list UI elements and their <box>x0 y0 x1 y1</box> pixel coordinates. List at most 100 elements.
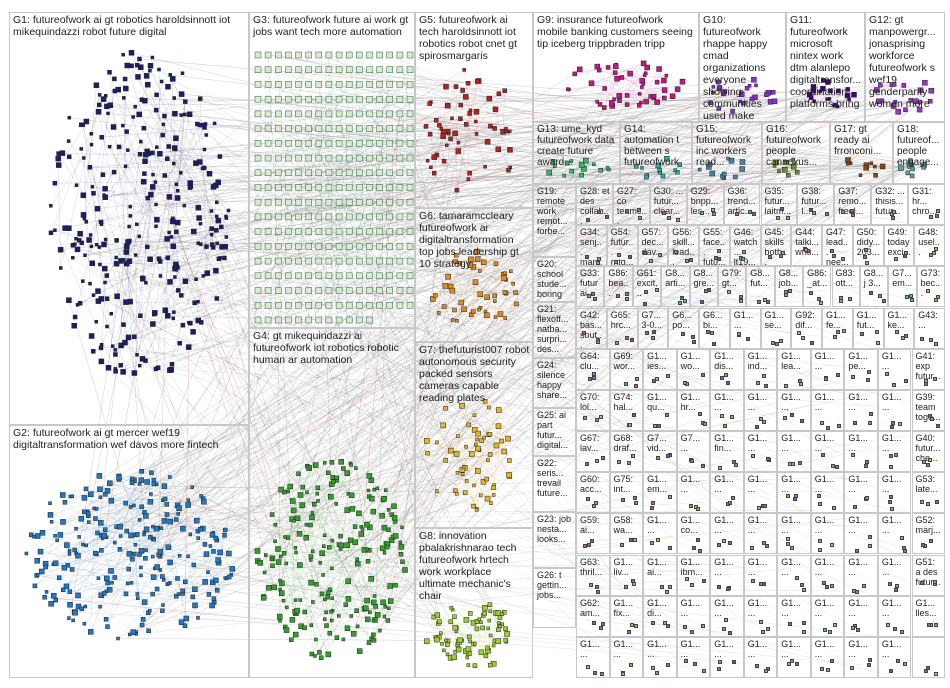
network-node[interactable] <box>865 496 870 501</box>
network-node[interactable] <box>824 585 829 590</box>
network-node[interactable] <box>81 279 85 283</box>
network-node[interactable] <box>628 254 633 259</box>
network-node[interactable] <box>657 424 662 429</box>
group-panel-tiny[interactable]: G1... pe... <box>844 348 878 390</box>
group-panel-tiny[interactable]: G1... ... <box>710 472 744 514</box>
network-node[interactable] <box>616 293 621 298</box>
network-node[interactable] <box>173 147 178 152</box>
network-node[interactable] <box>665 663 670 668</box>
group-panel-g20[interactable]: G20: school stude... boring irrelev... <box>533 257 576 302</box>
network-node[interactable] <box>637 216 642 221</box>
group-panel-tiny[interactable]: G1... ... <box>877 595 912 637</box>
network-node[interactable] <box>166 194 173 200</box>
group-panel-tiny[interactable]: G70: lol... <box>576 389 610 431</box>
network-node[interactable] <box>888 668 893 673</box>
network-node[interactable] <box>630 579 635 584</box>
group-panel-tiny[interactable]: G1... ... <box>710 513 744 555</box>
network-node[interactable] <box>183 99 188 104</box>
network-node[interactable] <box>859 332 864 337</box>
network-node[interactable] <box>643 301 648 306</box>
network-node[interactable] <box>87 165 93 170</box>
network-node[interactable] <box>98 296 105 302</box>
network-node[interactable] <box>66 139 71 143</box>
network-node[interactable] <box>600 622 605 627</box>
group-panel-tiny[interactable]: G1... ... <box>810 472 845 514</box>
network-node[interactable] <box>57 246 64 253</box>
network-node[interactable] <box>600 456 605 461</box>
network-node[interactable] <box>780 251 785 256</box>
network-node[interactable] <box>920 499 925 504</box>
network-node[interactable] <box>684 659 689 664</box>
network-node[interactable] <box>809 340 814 345</box>
network-node[interactable] <box>148 68 152 73</box>
group-panel-tiny[interactable]: G1... ... <box>743 595 778 637</box>
network-node[interactable] <box>95 288 101 294</box>
network-node[interactable] <box>868 411 873 416</box>
network-node[interactable] <box>653 423 658 428</box>
group-panel-tiny[interactable]: G79: gt... <box>717 266 747 308</box>
network-node[interactable] <box>93 82 100 88</box>
network-node[interactable] <box>137 56 142 62</box>
network-node[interactable] <box>889 494 894 499</box>
network-node[interactable] <box>619 543 624 548</box>
network-node[interactable] <box>809 291 814 296</box>
group-panel-tiny[interactable]: G1... ... <box>877 636 912 678</box>
network-node[interactable] <box>667 546 672 551</box>
network-node[interactable] <box>55 155 61 162</box>
network-node[interactable] <box>818 547 823 552</box>
network-node[interactable] <box>762 504 767 509</box>
group-panel-tiny[interactable]: G1... ... <box>743 554 778 596</box>
group-panel-g7[interactable]: G7: thefuturist007 robot autonomous secu… <box>415 342 533 528</box>
network-node[interactable] <box>713 256 718 261</box>
network-node[interactable] <box>165 255 170 260</box>
group-panel-tiny[interactable]: G1... fix... <box>609 595 643 637</box>
network-node[interactable] <box>838 296 843 301</box>
network-node[interactable] <box>648 259 653 264</box>
network-node[interactable] <box>933 579 938 584</box>
network-node[interactable] <box>737 331 742 336</box>
network-node[interactable] <box>209 232 214 237</box>
network-node[interactable] <box>862 255 867 260</box>
network-node[interactable] <box>122 76 128 82</box>
network-node[interactable] <box>89 260 96 267</box>
network-node[interactable] <box>835 464 840 469</box>
group-panel-g17[interactable]: G17: gt ready ai frronconi... <box>830 122 893 184</box>
group-panel-g19[interactable]: G19: remote work remot... forbe... <box>533 184 576 257</box>
network-node[interactable] <box>122 339 128 346</box>
network-node[interactable] <box>928 458 933 463</box>
network-node[interactable] <box>902 254 907 259</box>
network-node[interactable] <box>222 244 229 250</box>
network-node[interactable] <box>892 209 897 214</box>
group-panel-tiny[interactable]: G1... ... <box>877 472 912 514</box>
network-node[interactable] <box>730 414 735 419</box>
group-panel-tiny[interactable]: G1... ... <box>777 554 811 596</box>
network-node[interactable] <box>107 70 112 75</box>
network-node[interactable] <box>177 341 182 346</box>
network-node[interactable] <box>668 585 673 590</box>
network-node[interactable] <box>599 626 604 631</box>
group-panel-tiny[interactable]: G1... ... <box>710 636 744 678</box>
group-panel-tiny[interactable]: G1... dis... <box>710 348 744 390</box>
group-panel-tiny[interactable]: G7... em... <box>888 266 917 308</box>
group-panel-tiny[interactable]: G30: ... futur... clear... <box>649 184 687 226</box>
group-panel-g9[interactable]: G9: insurance futureofwork mobile bankin… <box>533 12 699 122</box>
network-node[interactable] <box>135 74 141 80</box>
network-node[interactable] <box>702 578 707 583</box>
network-node[interactable] <box>684 576 689 581</box>
network-node[interactable] <box>204 270 211 276</box>
network-node[interactable] <box>630 453 635 458</box>
network-node[interactable] <box>768 254 773 259</box>
network-node[interactable] <box>867 370 872 375</box>
network-node[interactable] <box>816 493 821 498</box>
network-node[interactable] <box>677 300 682 305</box>
network-node[interactable] <box>145 244 150 250</box>
network-node[interactable] <box>91 293 96 297</box>
group-panel-tiny[interactable]: G62: am... <box>576 595 610 637</box>
network-node[interactable] <box>191 228 197 235</box>
network-node[interactable] <box>691 545 696 550</box>
network-node[interactable] <box>587 542 592 547</box>
network-node[interactable] <box>932 250 937 255</box>
network-node[interactable] <box>199 242 203 246</box>
network-node[interactable] <box>893 257 898 262</box>
group-panel-tiny[interactable]: G1... ... <box>743 431 778 473</box>
